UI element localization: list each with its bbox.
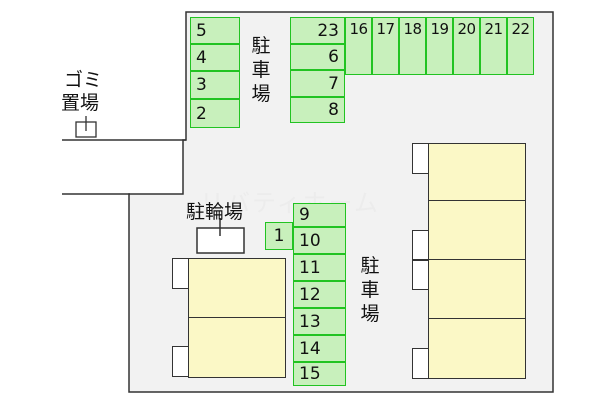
building-right-porch-2 <box>412 230 429 260</box>
parking-label-top: 駐車場 <box>251 35 271 105</box>
parking-slot-13: 13 <box>293 308 346 335</box>
parking-slot-5: 5 <box>190 17 240 44</box>
parking-slot-20: 20 <box>453 17 480 75</box>
parking-slot-7: 7 <box>290 70 345 97</box>
parking-slot-22: 22 <box>507 17 534 75</box>
building-left-unit-1 <box>188 258 286 319</box>
parking-slot-19: 19 <box>426 17 453 75</box>
parking-slot-18: 18 <box>399 17 426 75</box>
parking-slot-2: 2 <box>190 99 240 128</box>
building-left-unit-2 <box>188 317 286 378</box>
building-right-porch-1 <box>412 143 429 174</box>
parking-slot-16: 16 <box>345 17 372 75</box>
parking-slot-14: 14 <box>293 335 346 362</box>
parking-slot-4: 4 <box>190 44 240 71</box>
watermark: リバティホーム <box>200 189 380 217</box>
parking-slot-12: 12 <box>293 281 346 308</box>
parking-slot-21: 21 <box>480 17 507 75</box>
parking-slot-1: 1 <box>265 222 293 250</box>
bicycle-parking-label: 駐輪場 <box>186 201 244 223</box>
parking-slot-8: 8 <box>290 97 345 123</box>
building-right-unit-3 <box>428 259 526 320</box>
trash-area-label-line2: 置場 <box>61 92 100 114</box>
building-left-porch-1 <box>172 258 189 289</box>
parking-slot-23: 23 <box>290 17 345 44</box>
parking-label-right: 駐車場 <box>360 255 380 325</box>
parking-slot-10: 10 <box>293 227 346 254</box>
building-right-unit-2 <box>428 200 526 261</box>
building-right-porch-3 <box>412 260 429 290</box>
parking-slot-9: 9 <box>293 203 346 227</box>
building-right-unit-4 <box>428 318 526 379</box>
parking-slot-15: 15 <box>293 362 346 386</box>
parking-slot-11: 11 <box>293 254 346 281</box>
building-right-unit-1 <box>428 143 526 202</box>
building-left-porch-2 <box>172 346 189 377</box>
parking-slot-6: 6 <box>290 44 345 70</box>
building-right-porch-4 <box>412 348 429 379</box>
trash-area-label-line1: ゴミ <box>64 69 103 91</box>
parking-slot-17: 17 <box>372 17 399 75</box>
parking-slot-3: 3 <box>190 71 240 99</box>
